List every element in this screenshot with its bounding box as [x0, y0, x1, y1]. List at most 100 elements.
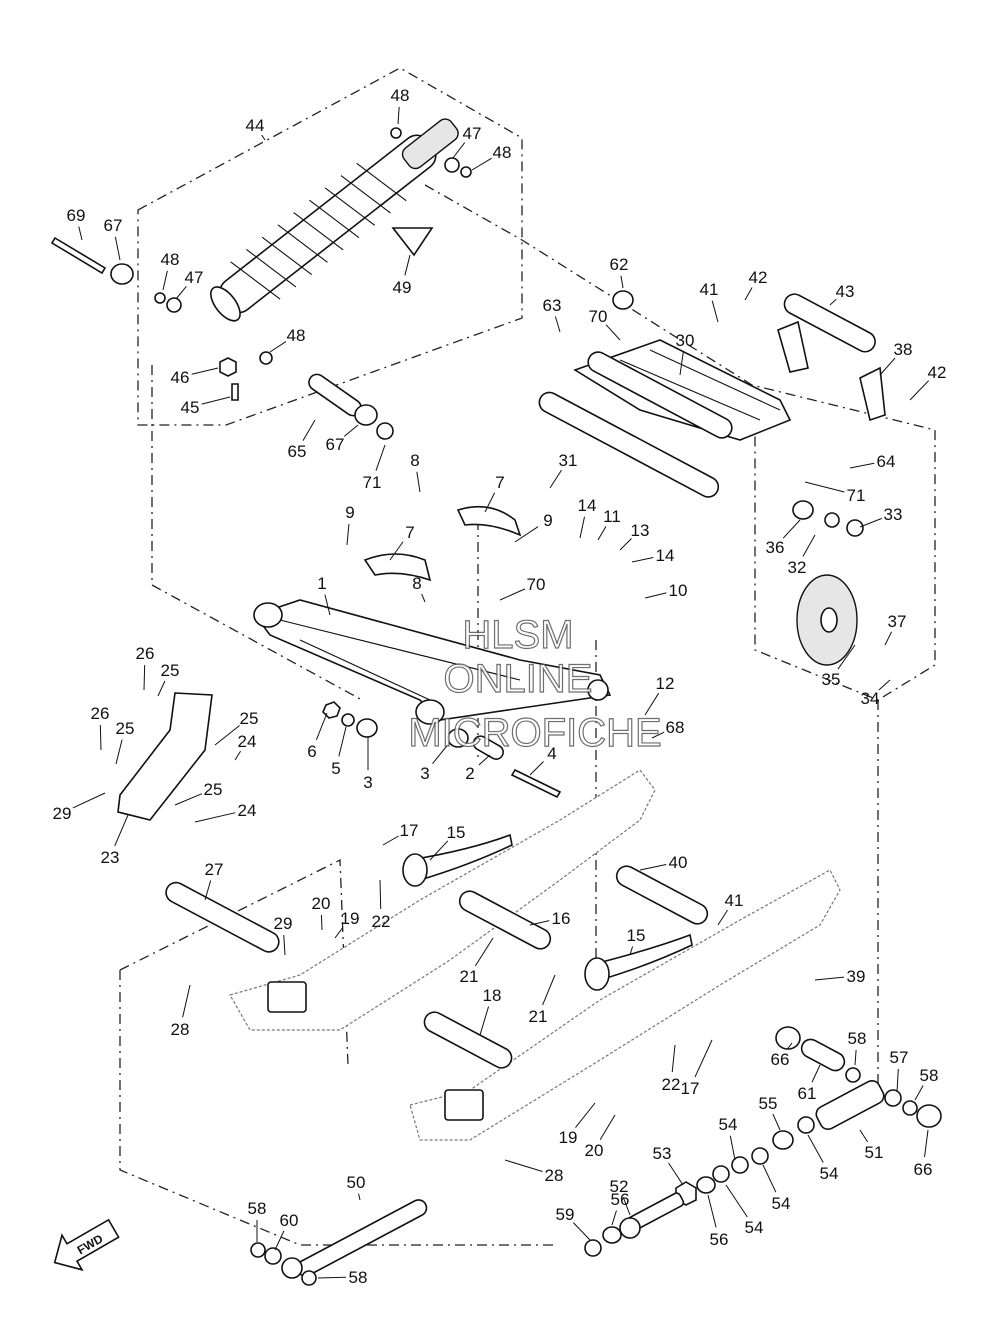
leader-line-21 — [474, 937, 494, 967]
collar-56b — [602, 1226, 622, 1244]
callout-70: 70 — [527, 575, 546, 594]
collar-66a — [775, 1026, 801, 1050]
collar-52-head — [619, 1217, 641, 1239]
collar-67b — [354, 404, 378, 426]
bush-47b — [166, 297, 182, 313]
slide-rails — [229, 769, 841, 1141]
collar-55 — [772, 1130, 794, 1150]
callout-19: 19 — [559, 1128, 578, 1147]
callout-15: 15 — [627, 926, 646, 945]
washer-54c — [751, 1147, 769, 1165]
washer-59 — [584, 1239, 602, 1257]
leader-line-3 — [432, 741, 451, 764]
callout-52: 52 — [610, 1177, 629, 1196]
callout-45: 45 — [181, 398, 200, 417]
leader-line-44 — [261, 134, 266, 141]
leader-line-25 — [115, 739, 123, 765]
leader-line-46 — [191, 367, 219, 375]
leader-line-48 — [397, 106, 400, 125]
leader-line-55 — [772, 1113, 781, 1131]
washer-32 — [824, 512, 840, 528]
washer-33 — [846, 519, 864, 537]
leader-line-58 — [317, 1276, 347, 1279]
callout-21: 21 — [460, 967, 479, 986]
stopper-7a — [363, 553, 432, 582]
leader-line-36 — [782, 519, 801, 539]
callout-12: 12 — [656, 674, 675, 693]
callout-15: 15 — [447, 823, 466, 842]
callout-62: 62 — [610, 255, 629, 274]
collar-66b — [916, 1104, 942, 1128]
leader-line-42 — [744, 287, 753, 301]
callout-66: 66 — [771, 1050, 790, 1069]
collar-60 — [264, 1247, 282, 1265]
callout-3: 3 — [363, 773, 372, 792]
callout-60: 60 — [280, 1211, 299, 1230]
callout-14: 14 — [578, 496, 597, 515]
callout-25: 25 — [240, 709, 259, 728]
washer-48c — [154, 292, 166, 304]
callout-47: 47 — [185, 268, 204, 287]
watermark: HLSM ONLINE MICROFICHE — [408, 612, 663, 755]
callout-11: 11 — [603, 507, 621, 526]
nut-6 — [322, 701, 341, 719]
leader-line-41 — [711, 300, 719, 323]
leader-line-15 — [429, 840, 449, 861]
callout-24: 24 — [238, 732, 257, 751]
shaft-16 — [458, 890, 552, 950]
leader-line-2 — [478, 754, 491, 766]
callout-54: 54 — [719, 1115, 738, 1134]
front-frame-line — [151, 365, 363, 701]
bolt-45 — [231, 383, 239, 401]
callout-50: 50 — [347, 1173, 366, 1192]
leader-line-32 — [802, 534, 816, 557]
callout-38: 38 — [894, 340, 913, 359]
leader-line-61 — [811, 1064, 821, 1083]
washer-48a — [390, 127, 402, 139]
callout-41: 41 — [700, 280, 719, 299]
callout-59: 59 — [556, 1205, 575, 1224]
slide-rail-right — [409, 869, 841, 1141]
front-arm-1 — [253, 599, 612, 725]
callout-23: 23 — [101, 848, 120, 867]
callout-48: 48 — [493, 143, 512, 162]
leader-line-31 — [549, 469, 562, 489]
leader-line-22 — [671, 1044, 676, 1073]
callout-31: 31 — [559, 451, 578, 470]
callout-4: 4 — [547, 744, 556, 763]
leader-line-22 — [379, 879, 382, 910]
shock-assembly-box — [137, 67, 523, 426]
lower-left-box — [119, 970, 555, 1246]
washer-48b — [460, 166, 472, 178]
leader-line-23 — [114, 814, 129, 847]
callout-43: 43 — [836, 282, 855, 301]
leader-line-66 — [786, 1042, 793, 1050]
leader-line-17 — [694, 1039, 713, 1078]
rear-arm-box — [424, 184, 936, 701]
leader-line-65 — [302, 419, 316, 441]
idler-hub — [820, 607, 838, 633]
bracket-43b — [777, 320, 809, 373]
bolt-69 — [50, 236, 107, 275]
spring-15a-hub — [402, 853, 428, 887]
leader-line-45 — [201, 396, 231, 405]
callout-10: 10 — [669, 581, 688, 600]
leader-line-16 — [529, 920, 550, 926]
callout-8: 8 — [412, 574, 421, 593]
shaft-31 — [538, 391, 720, 498]
watermark-line3: MICROFICHE — [408, 711, 661, 755]
callout-27: 27 — [205, 860, 224, 879]
collar-62 — [612, 290, 634, 310]
leader-line-35 — [837, 644, 856, 670]
washer-58a — [845, 1067, 861, 1083]
leader-line-9 — [514, 526, 539, 543]
leader-line-56 — [707, 1194, 717, 1228]
callout-57: 57 — [890, 1048, 909, 1067]
washer-58b — [902, 1100, 918, 1116]
leader-line-8 — [421, 593, 426, 603]
callout-71: 71 — [847, 486, 866, 505]
callout-55: 55 — [759, 1094, 778, 1113]
callout-7: 7 — [405, 523, 414, 542]
callout-71: 71 — [363, 473, 382, 492]
